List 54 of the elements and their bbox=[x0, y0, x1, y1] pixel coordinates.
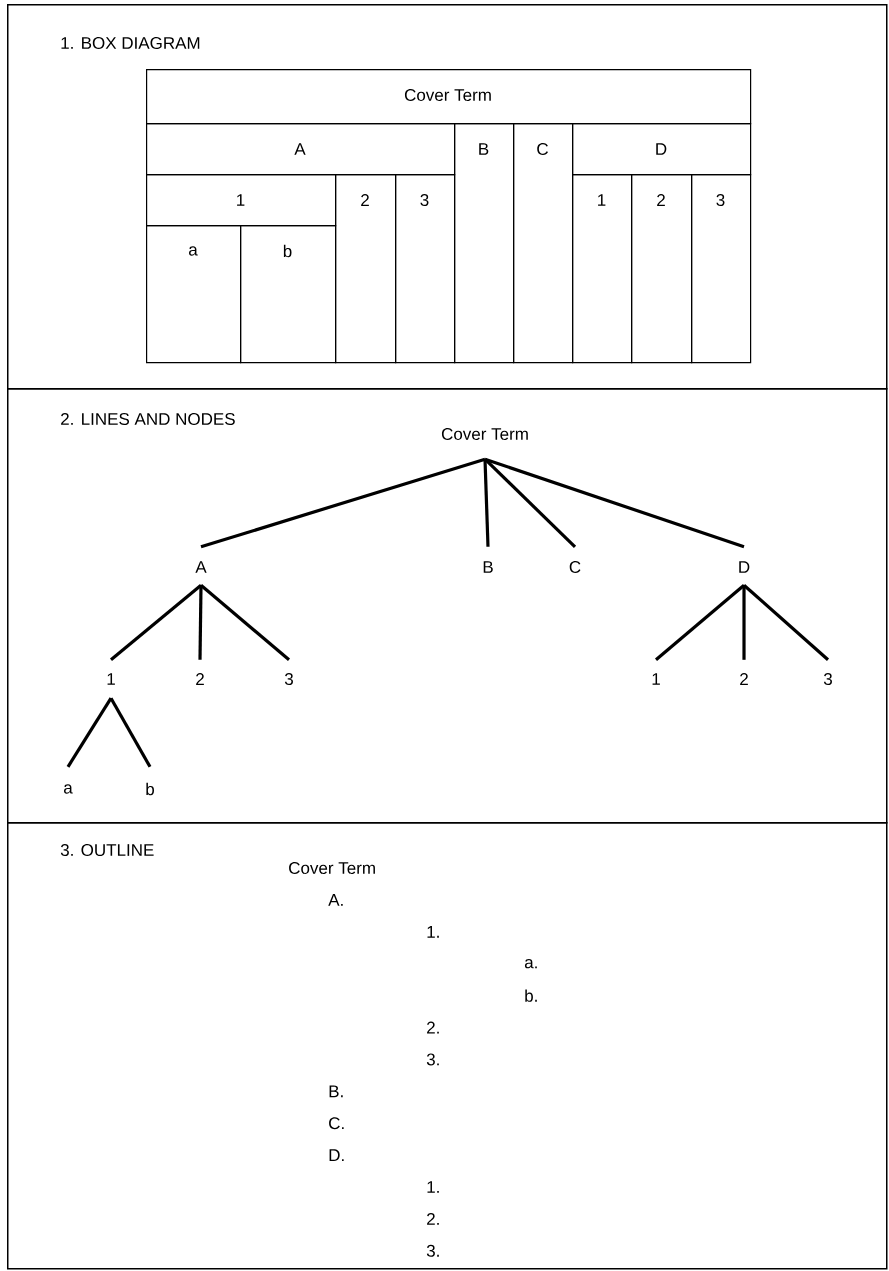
box: 3 bbox=[395, 174, 456, 364]
tree-node-label: C bbox=[569, 561, 581, 574]
tree-node-label: D bbox=[739, 561, 750, 573]
outline-item: C. bbox=[329, 1117, 344, 1130]
tree-line bbox=[199, 584, 291, 662]
box: b bbox=[240, 225, 337, 364]
tree-line bbox=[198, 585, 203, 660]
tree-line bbox=[742, 585, 746, 660]
section-heading: 3. OUTLINE bbox=[60, 844, 154, 857]
tree-line bbox=[109, 697, 152, 768]
tree-line bbox=[742, 584, 830, 661]
box: 1 bbox=[572, 174, 633, 364]
outline-item: 2. bbox=[427, 1021, 439, 1034]
tree-line bbox=[484, 457, 745, 549]
outline-item: a. bbox=[524, 959, 537, 969]
box: 2 bbox=[631, 174, 693, 364]
tree-node-label: 3 bbox=[823, 673, 832, 686]
outline-item: 2. bbox=[427, 1213, 439, 1225]
tree-line bbox=[66, 697, 113, 768]
box: D bbox=[572, 123, 752, 176]
tree-node-label: 2 bbox=[740, 673, 748, 685]
box: B bbox=[454, 123, 515, 364]
outline-item: A. bbox=[328, 894, 343, 906]
tree-node-label: 1 bbox=[107, 673, 115, 685]
tree-node-label: Cover Term bbox=[441, 428, 528, 441]
box: a bbox=[146, 225, 242, 364]
box: 3 bbox=[691, 174, 752, 364]
box: A bbox=[146, 123, 456, 176]
box: 2 bbox=[335, 174, 397, 364]
outline-item: Cover Term bbox=[289, 862, 375, 875]
tree-line bbox=[483, 458, 577, 548]
tree-line bbox=[483, 459, 490, 547]
tree-node-label: b bbox=[146, 782, 154, 796]
outline-item: 3. bbox=[426, 1053, 439, 1066]
tree-line bbox=[200, 457, 486, 549]
outline-item: B. bbox=[329, 1085, 343, 1098]
box: C bbox=[513, 123, 574, 364]
tree-node-label: 3 bbox=[284, 673, 293, 686]
tree-node-label: A bbox=[195, 561, 207, 573]
tree-line bbox=[109, 583, 202, 662]
box: 1 bbox=[146, 174, 337, 227]
tree-node-label: 1 bbox=[652, 673, 660, 685]
section-heading: 1. BOX DIAGRAM bbox=[61, 37, 200, 49]
outline-item: 1. bbox=[427, 1181, 439, 1193]
box: Cover Term bbox=[146, 69, 752, 125]
tree-node-label: 2 bbox=[196, 673, 204, 685]
tree-line bbox=[654, 584, 746, 662]
outline-item: 1. bbox=[427, 925, 439, 938]
outline-item: b. bbox=[525, 989, 537, 1002]
outline-item: D. bbox=[329, 1149, 344, 1161]
section-heading: 2. LINES AND NODES bbox=[61, 413, 235, 426]
outline-item: 3. bbox=[426, 1244, 439, 1257]
tree-node-label: B bbox=[483, 561, 493, 573]
tree-node-label: a bbox=[64, 784, 73, 794]
